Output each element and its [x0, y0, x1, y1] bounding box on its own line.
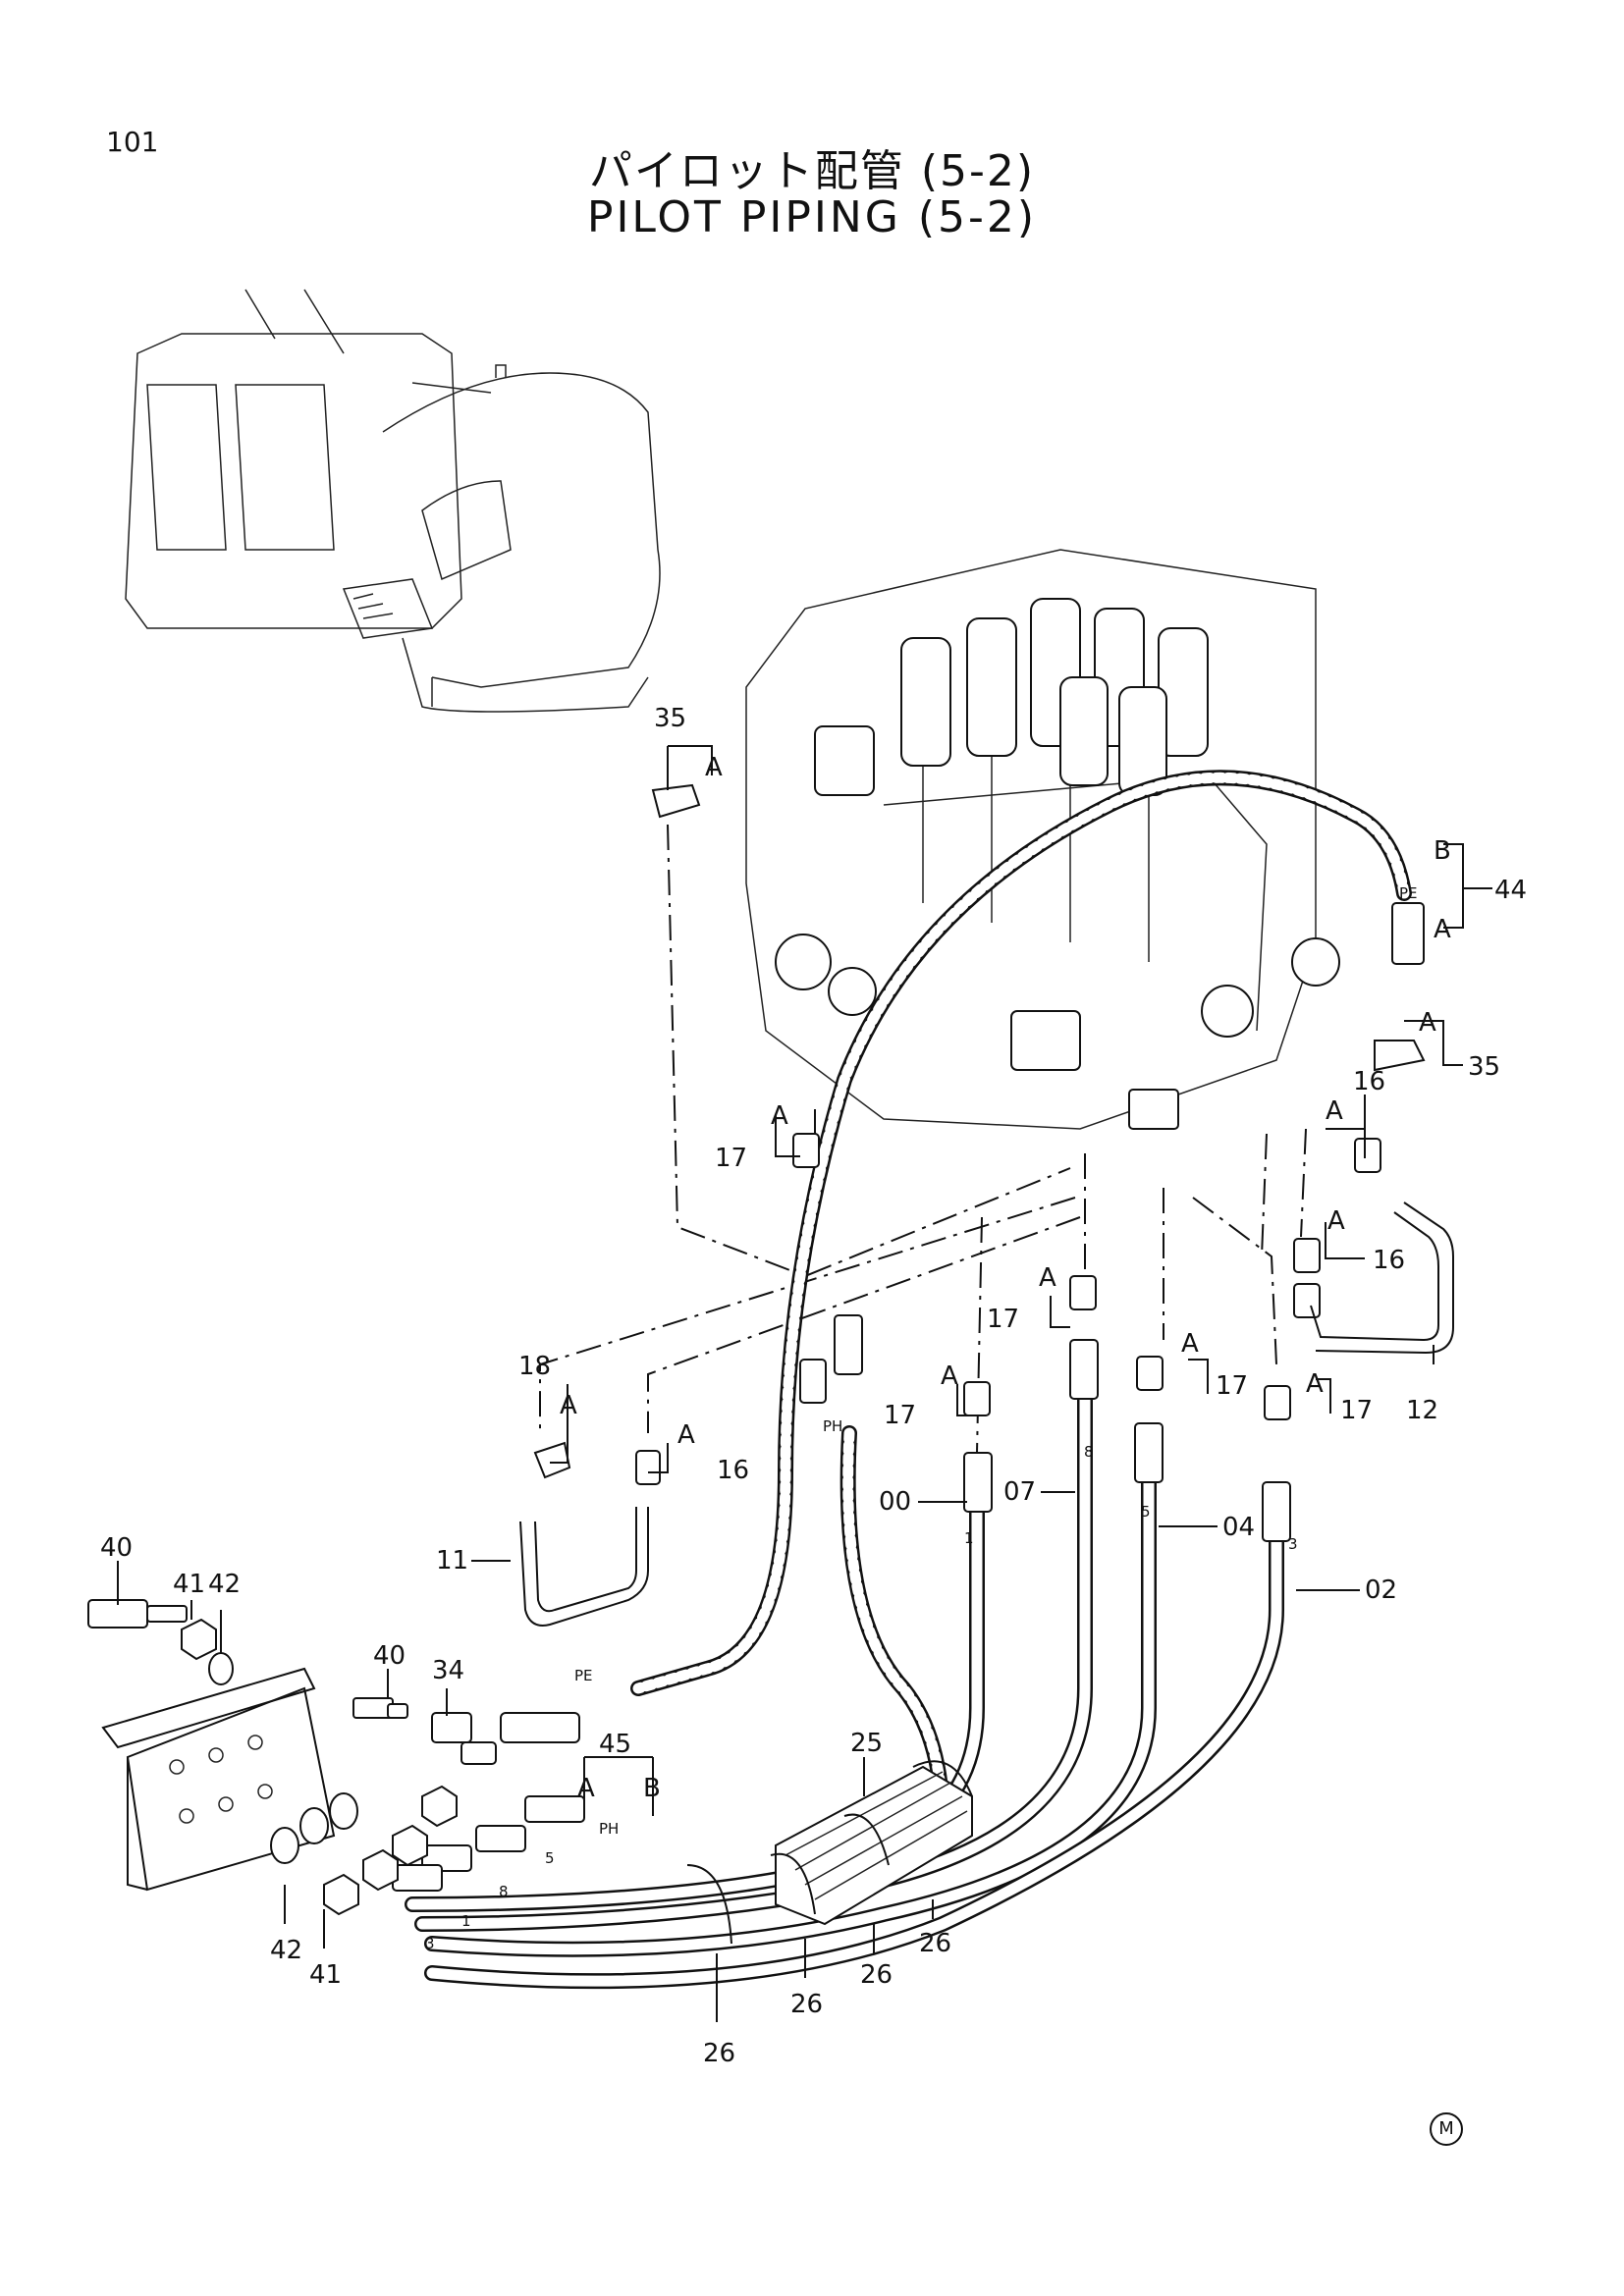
- ref-letter-a: A: [1326, 1096, 1343, 1126]
- port-label-ph: PH: [599, 1820, 619, 1838]
- part-callout-17: 17: [884, 1401, 916, 1430]
- part-callout-42: 42: [270, 1936, 302, 1965]
- part-callout-16: 16: [717, 1456, 749, 1485]
- part-callout-04: 04: [1222, 1513, 1255, 1542]
- part-callout-26: 26: [919, 1929, 951, 1958]
- part-callouts: 35 44 35 16 16 17 17 17 17 17 12 18 16 1…: [100, 704, 1527, 2068]
- part-callout-18: 18: [518, 1352, 551, 1381]
- corrugated-pe-hose: [630, 770, 1412, 1834]
- pilot-hoses: [405, 1366, 1284, 1990]
- part-callout-17: 17: [1216, 1371, 1248, 1401]
- part-callout-00: 00: [879, 1487, 911, 1517]
- footer-mark: M: [1430, 2112, 1463, 2146]
- part-callout-42: 42: [208, 1570, 241, 1599]
- part-callout-35: 35: [654, 704, 686, 733]
- ref-letter-a: A: [1327, 1206, 1345, 1236]
- part-callout-40: 40: [373, 1641, 406, 1671]
- part-callout-26: 26: [790, 1990, 823, 2019]
- part-callout-44: 44: [1494, 876, 1527, 905]
- page-number: 101: [106, 126, 159, 158]
- ref-letter-a: A: [1039, 1263, 1056, 1293]
- ref-letter-a: A: [577, 1774, 595, 1803]
- part-callout-11: 11: [436, 1546, 468, 1575]
- control-valve-block: [745, 549, 1340, 1130]
- ref-letter-a: A: [1434, 915, 1451, 944]
- ref-letter-a: A: [1419, 1008, 1436, 1038]
- part-callout-17: 17: [987, 1305, 1019, 1334]
- part-callout-45: 45: [599, 1730, 631, 1759]
- hose-mark: 8: [1084, 1443, 1094, 1461]
- ref-letter-a: A: [560, 1391, 577, 1420]
- part-callout-25: 25: [850, 1729, 883, 1758]
- ref-letter-b: B: [1434, 836, 1451, 866]
- ref-letter-b: B: [643, 1774, 661, 1803]
- part-callout-02: 02: [1365, 1575, 1397, 1605]
- page-title-japanese: パイロット配管 (5-2): [588, 146, 1036, 196]
- part-callout-41: 41: [173, 1570, 205, 1599]
- ref-letter-a: A: [941, 1362, 958, 1391]
- port-labels: PE PE PH PH: [574, 884, 1418, 1838]
- hose-mark: 8: [499, 1883, 509, 1900]
- reference-letters: A B A A A A A A A A A A A A B: [560, 753, 1451, 1803]
- hose-mark: 5: [545, 1849, 555, 1867]
- hose-mark: 1: [461, 1912, 471, 1930]
- part-callout-17: 17: [1340, 1396, 1373, 1425]
- part-callout-17: 17: [715, 1144, 747, 1173]
- hose-mark: 1: [964, 1529, 974, 1547]
- port-label-pe: PE: [1399, 884, 1418, 902]
- part-callout-26: 26: [703, 2039, 735, 2068]
- page-title-english: PILOT PIPING (5-2): [586, 192, 1038, 242]
- hose-mark: 3: [1288, 1535, 1298, 1553]
- part-callout-26: 26: [860, 1960, 893, 1990]
- mounting-bracket: [87, 1599, 585, 1916]
- hose-mark: 5: [1141, 1503, 1151, 1521]
- part-callout-41: 41: [309, 1960, 342, 1990]
- port-label-pe: PE: [574, 1667, 593, 1684]
- part-callout-16: 16: [1373, 1246, 1405, 1275]
- ref-letter-a: A: [705, 753, 723, 782]
- port-label-ph: PH: [823, 1417, 842, 1435]
- ref-letter-a: A: [677, 1420, 695, 1450]
- callout-leaders: [117, 745, 1492, 2022]
- part-callout-34: 34: [432, 1656, 464, 1685]
- hose-mark: 3: [425, 1935, 435, 1952]
- ref-letter-a: A: [1181, 1329, 1199, 1359]
- fittings: [533, 783, 1426, 1542]
- hose-number-marks: 1 8 5 3 5 8 1 3: [425, 1443, 1298, 1952]
- part-callout-16: 16: [1353, 1067, 1385, 1096]
- part-callout-35: 35: [1468, 1052, 1500, 1082]
- leader-lines: [539, 824, 1307, 1454]
- steel-pipes: [519, 1201, 1454, 1627]
- hose-protector: [686, 1760, 973, 1945]
- part-callout-07: 07: [1003, 1477, 1036, 1507]
- excavator-overview-sketch: [125, 289, 661, 713]
- part-callout-40: 40: [100, 1533, 133, 1563]
- ref-letter-a: A: [1306, 1369, 1324, 1399]
- part-callout-12: 12: [1406, 1396, 1438, 1425]
- ref-letter-a: A: [771, 1101, 788, 1131]
